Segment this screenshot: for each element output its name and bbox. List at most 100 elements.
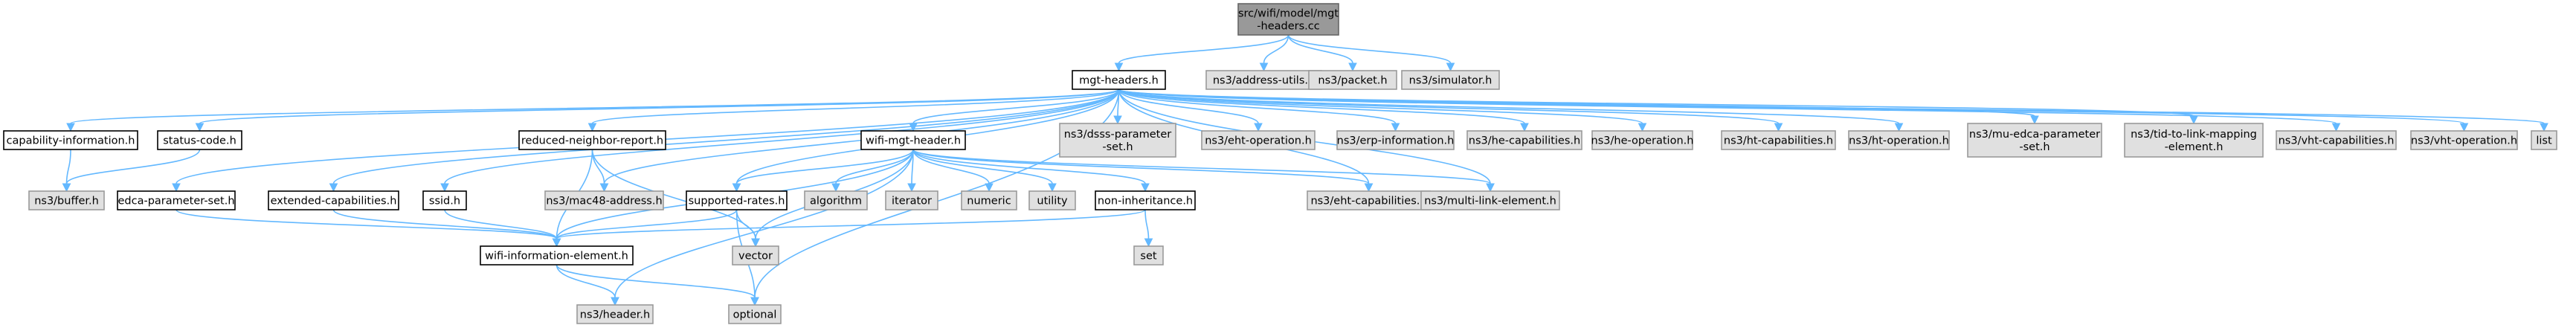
node-suprates[interactable]: supported-rates.h [686, 190, 788, 210]
node-label: ns3/dsss-parameter [1064, 129, 1172, 141]
node-set[interactable]: set [1133, 245, 1164, 266]
edge-line [912, 149, 1053, 184]
node-root[interactable]: src/wifi/model/mgt-headers.cc [1237, 3, 1339, 36]
arrowhead [2540, 123, 2548, 132]
node-addrutils[interactable]: ns3/address-utils.h [1205, 70, 1322, 90]
node-erp[interactable]: ns3/erp-information.h [1336, 130, 1455, 150]
arrowhead [1259, 62, 1269, 72]
node-box [1401, 70, 1500, 90]
node-statuscode[interactable]: status-code.h [157, 130, 242, 150]
node-label: ns3/tid-to-link-mapping [2131, 129, 2257, 141]
edge-line [332, 209, 558, 239]
node-label: -element.h [2165, 141, 2224, 153]
node-header[interactable]: ns3/header.h [576, 304, 654, 324]
edge-wifimgt-to-multilink [912, 149, 1495, 193]
edge-mgt-to-htcap [1118, 89, 1783, 132]
node-dsss[interactable]: ns3/dsss-parameter-set.h [1059, 123, 1176, 158]
node-htop[interactable]: ns3/ht-operation.h [1848, 130, 1950, 150]
node-mac48[interactable]: ns3/mac48-address.h [544, 190, 664, 210]
node-label: ns3/buffer.h [34, 196, 99, 207]
node-label: wifi-mgt-header.h [866, 135, 961, 147]
node-iterator[interactable]: iterator [885, 190, 938, 210]
edge-wifiie-to-optional [556, 264, 759, 306]
node-box [1237, 3, 1339, 36]
node-extcap[interactable]: extended-capabilities.h [268, 190, 399, 210]
node-htcap[interactable]: ns3/ht-capabilities.h [1721, 130, 1836, 150]
arrowhead [2459, 123, 2469, 132]
arrowhead [599, 183, 609, 193]
edge-line [556, 209, 1146, 239]
node-label: -headers.cc [1257, 21, 1319, 33]
edge-line [1118, 89, 1397, 124]
node-vector[interactable]: vector [732, 245, 779, 266]
node-packet[interactable]: ns3/packet.h [1308, 70, 1397, 90]
node-label: ns3/ht-operation.h [1849, 135, 1949, 147]
node-heop[interactable]: ns3/he-operation.h [1591, 130, 1694, 150]
node-box [1721, 130, 1836, 150]
node-mgt[interactable]: mgt-headers.h [1072, 70, 1166, 90]
arrowhead [1144, 238, 1153, 248]
edge-root-to-simulator [1287, 34, 1455, 72]
arrowhead [909, 123, 918, 132]
arrowhead [985, 183, 994, 193]
node-label: ns3/vht-operation.h [2411, 135, 2517, 147]
arrowhead [1638, 123, 1647, 132]
node-tidlink[interactable]: ns3/tid-to-link-mapping-element.h [2124, 123, 2264, 158]
edge-root-to-mgt [1114, 34, 1289, 72]
arrowhead [587, 123, 597, 132]
arrowhead [732, 183, 741, 193]
node-edca[interactable]: edca-parameter-set.h [117, 190, 236, 210]
node-label: edca-parameter-set.h [117, 196, 234, 207]
edge-noninherit-to-wifiie [552, 209, 1146, 248]
node-numeric[interactable]: numeric [961, 190, 1017, 210]
edge-line [1263, 34, 1289, 64]
node-ehtop[interactable]: ns3/eht-operation.h [1201, 130, 1316, 150]
edge-line [1118, 34, 1289, 64]
edge-wifimgt-to-algorithm [831, 149, 914, 193]
node-label: algorithm [810, 196, 862, 207]
node-label: extended-capabilities.h [271, 196, 397, 207]
edge-line [912, 89, 1120, 124]
node-simulator[interactable]: ns3/simulator.h [1401, 70, 1500, 90]
edge-noninherit-to-set [1144, 209, 1153, 248]
node-label: ns3/he-operation.h [1591, 135, 1694, 147]
node-box [1095, 190, 1196, 210]
edge-mgt-to-htop [1118, 89, 1904, 132]
edge-wifiie-to-header [556, 264, 619, 306]
node-optional[interactable]: optional [728, 304, 782, 324]
node-box [28, 190, 105, 210]
node-label: iterator [892, 196, 932, 207]
edge-mgt-to-ehtop [1118, 89, 1263, 132]
node-reducedneighbor[interactable]: reduced-neighbor-report.h [518, 130, 666, 150]
node-box [268, 190, 399, 210]
node-wifimgt[interactable]: wifi-mgt-header.h [860, 130, 966, 150]
node-muedca[interactable]: ns3/mu-edca-parameter-set.h [1967, 123, 2102, 158]
node-capinfo[interactable]: capability-information.h [3, 130, 138, 150]
node-utility[interactable]: utility [1028, 190, 1076, 210]
node-vhtcap[interactable]: ns3/vht-capabilities.h [2276, 130, 2397, 150]
node-box [157, 130, 242, 150]
node-wifiie[interactable]: wifi-information-element.h [480, 245, 634, 266]
arrowhead [66, 123, 75, 132]
nodes-layer: src/wifi/model/mgt-headers.cc mgt-headers… [3, 3, 2557, 324]
node-label: src/wifi/model/mgt [1238, 8, 1339, 20]
node-label: supported-rates.h [689, 196, 785, 207]
edge-wifimgt-to-noninherit [912, 149, 1150, 193]
node-noninherit[interactable]: non-inheritance.h [1095, 190, 1196, 210]
arrowhead [907, 183, 916, 193]
edge-line [1118, 89, 2545, 124]
node-multilink[interactable]: ns3/multi-link-element.h [1420, 190, 1560, 210]
node-list[interactable]: list [2531, 130, 2557, 150]
edge-edca-to-wifiie [176, 209, 561, 248]
node-ssid[interactable]: ssid.h [422, 190, 467, 210]
edge-line [1118, 89, 1259, 124]
arrowhead [1254, 123, 1263, 132]
node-buffer[interactable]: ns3/buffer.h [28, 190, 105, 210]
node-ehtcap[interactable]: ns3/eht-capabilities.h [1307, 190, 1431, 210]
arrowhead [62, 183, 71, 193]
arrowhead [611, 297, 619, 306]
node-vhtop[interactable]: ns3/vht-operation.h [2410, 130, 2518, 150]
node-algorithm[interactable]: algorithm [804, 190, 868, 210]
node-hecap[interactable]: ns3/he-capabilities.h [1466, 130, 1582, 150]
edge-line [1118, 89, 1525, 124]
